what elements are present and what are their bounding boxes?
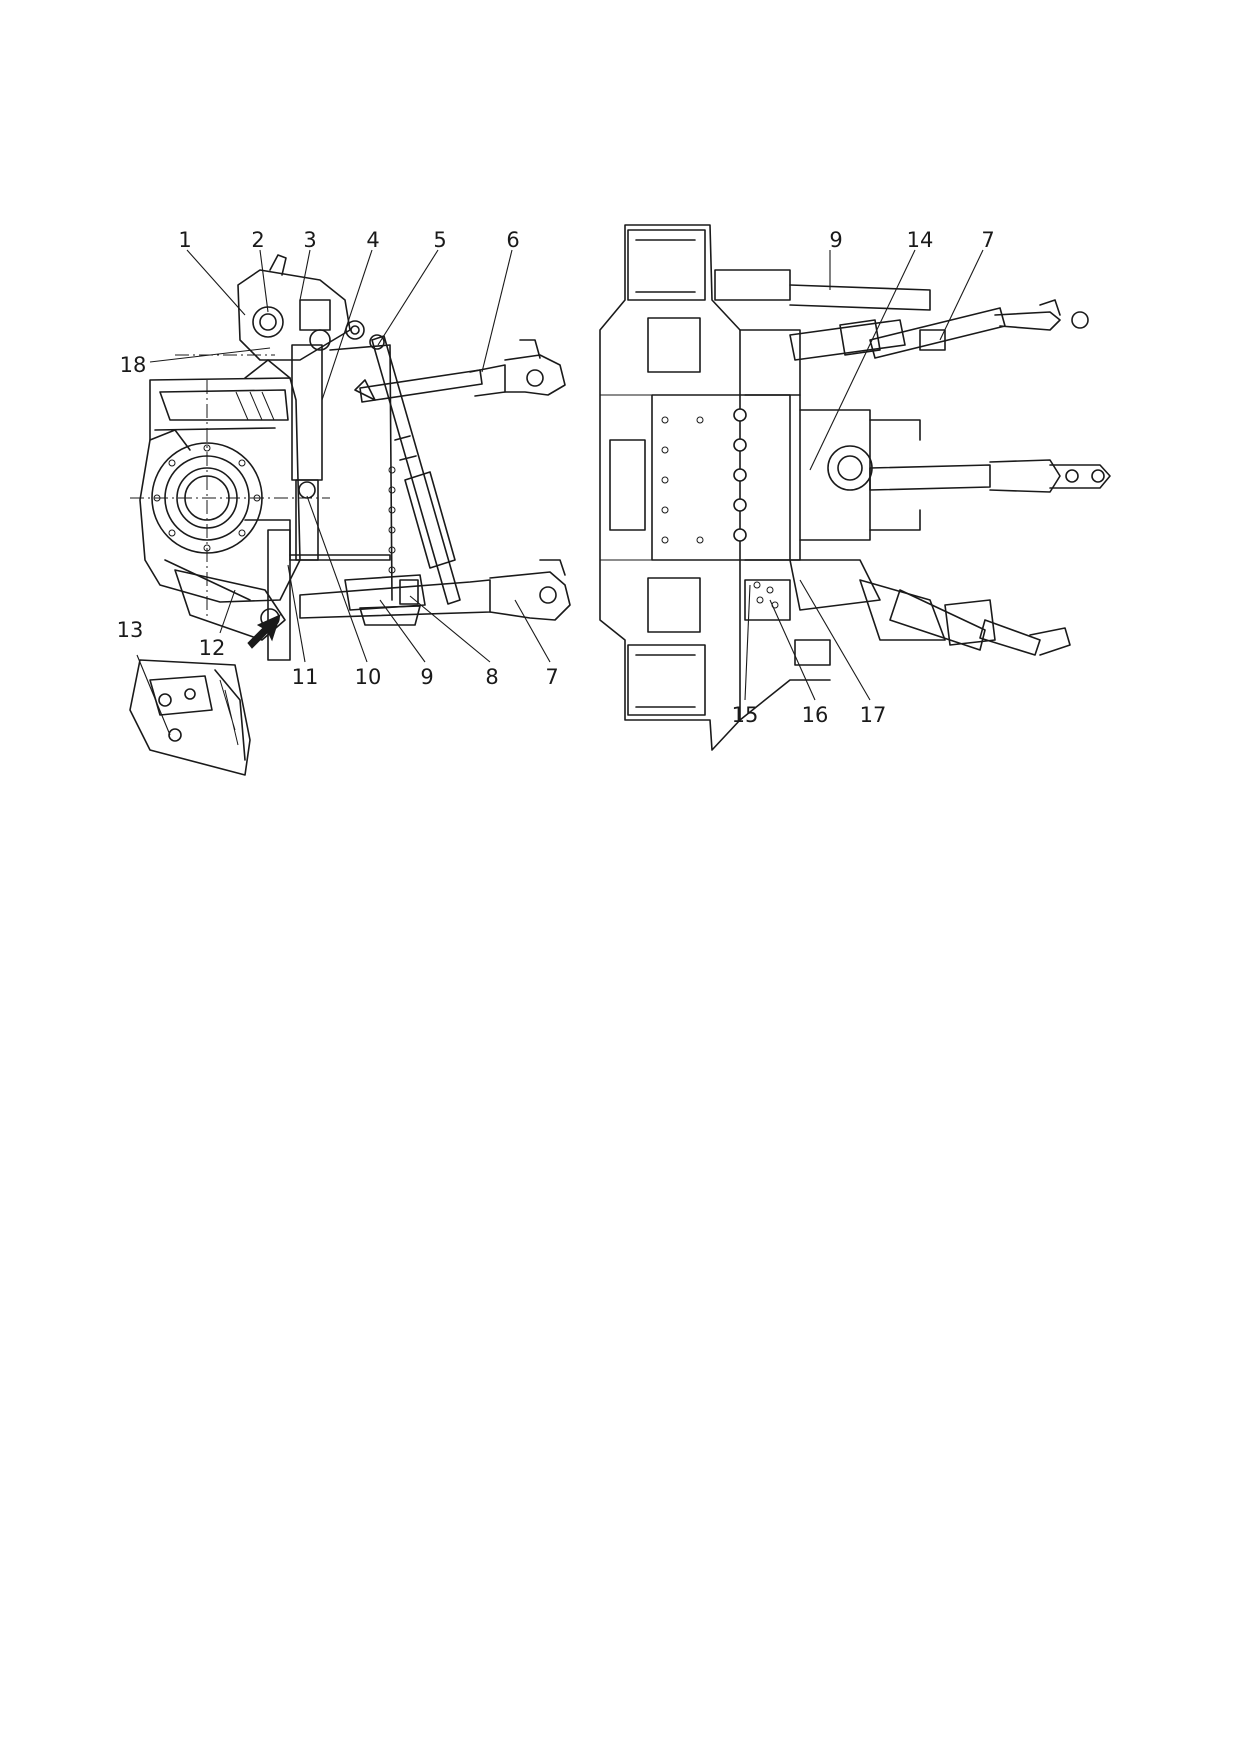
lower-link-top (979, 619, 1041, 656)
callout-14: 14 (907, 228, 934, 252)
axle-flange (151, 442, 263, 554)
callout-9-right: 9 (829, 228, 842, 252)
callout-1: 1 (178, 228, 191, 252)
rear-housing-block (651, 394, 791, 561)
leader-lines (136, 249, 984, 736)
callout-3: 3 (303, 228, 316, 252)
callout-7-right: 7 (981, 228, 994, 252)
callout-12: 12 (199, 636, 226, 660)
callout-8: 8 (485, 665, 498, 689)
callout-7: 7 (545, 665, 558, 689)
callout-9: 9 (420, 665, 433, 689)
callout-6: 6 (506, 228, 519, 252)
callout-15: 15 (732, 703, 759, 727)
callout-17: 17 (860, 703, 887, 727)
callout-11: 11 (292, 665, 319, 689)
callouts-left: 1 2 3 4 5 6 18 12 11 10 9 8 7 13 (117, 228, 559, 689)
left-side-view (130, 254, 571, 661)
callout-16: 16 (802, 703, 829, 727)
callouts-right: 9 14 7 15 16 17 (732, 228, 995, 727)
lift-cylinder (291, 344, 323, 481)
chassis-outline (599, 224, 741, 751)
upper-link (359, 369, 483, 403)
gearbox-housing (139, 377, 301, 603)
upper-bracket (237, 269, 351, 361)
callout-10: 10 (355, 665, 382, 689)
callout-13: 13 (117, 618, 144, 642)
callout-2: 2 (251, 228, 264, 252)
view-direction-arrow-icon (247, 614, 281, 649)
lift-rod (371, 335, 461, 605)
center-top-link (869, 464, 991, 491)
detail-inset (129, 659, 251, 776)
lower-link (299, 579, 491, 619)
callout-4: 4 (366, 228, 379, 252)
callout-5: 5 (433, 228, 446, 252)
right-top-view (599, 224, 1111, 751)
callout-18: 18 (120, 353, 147, 377)
